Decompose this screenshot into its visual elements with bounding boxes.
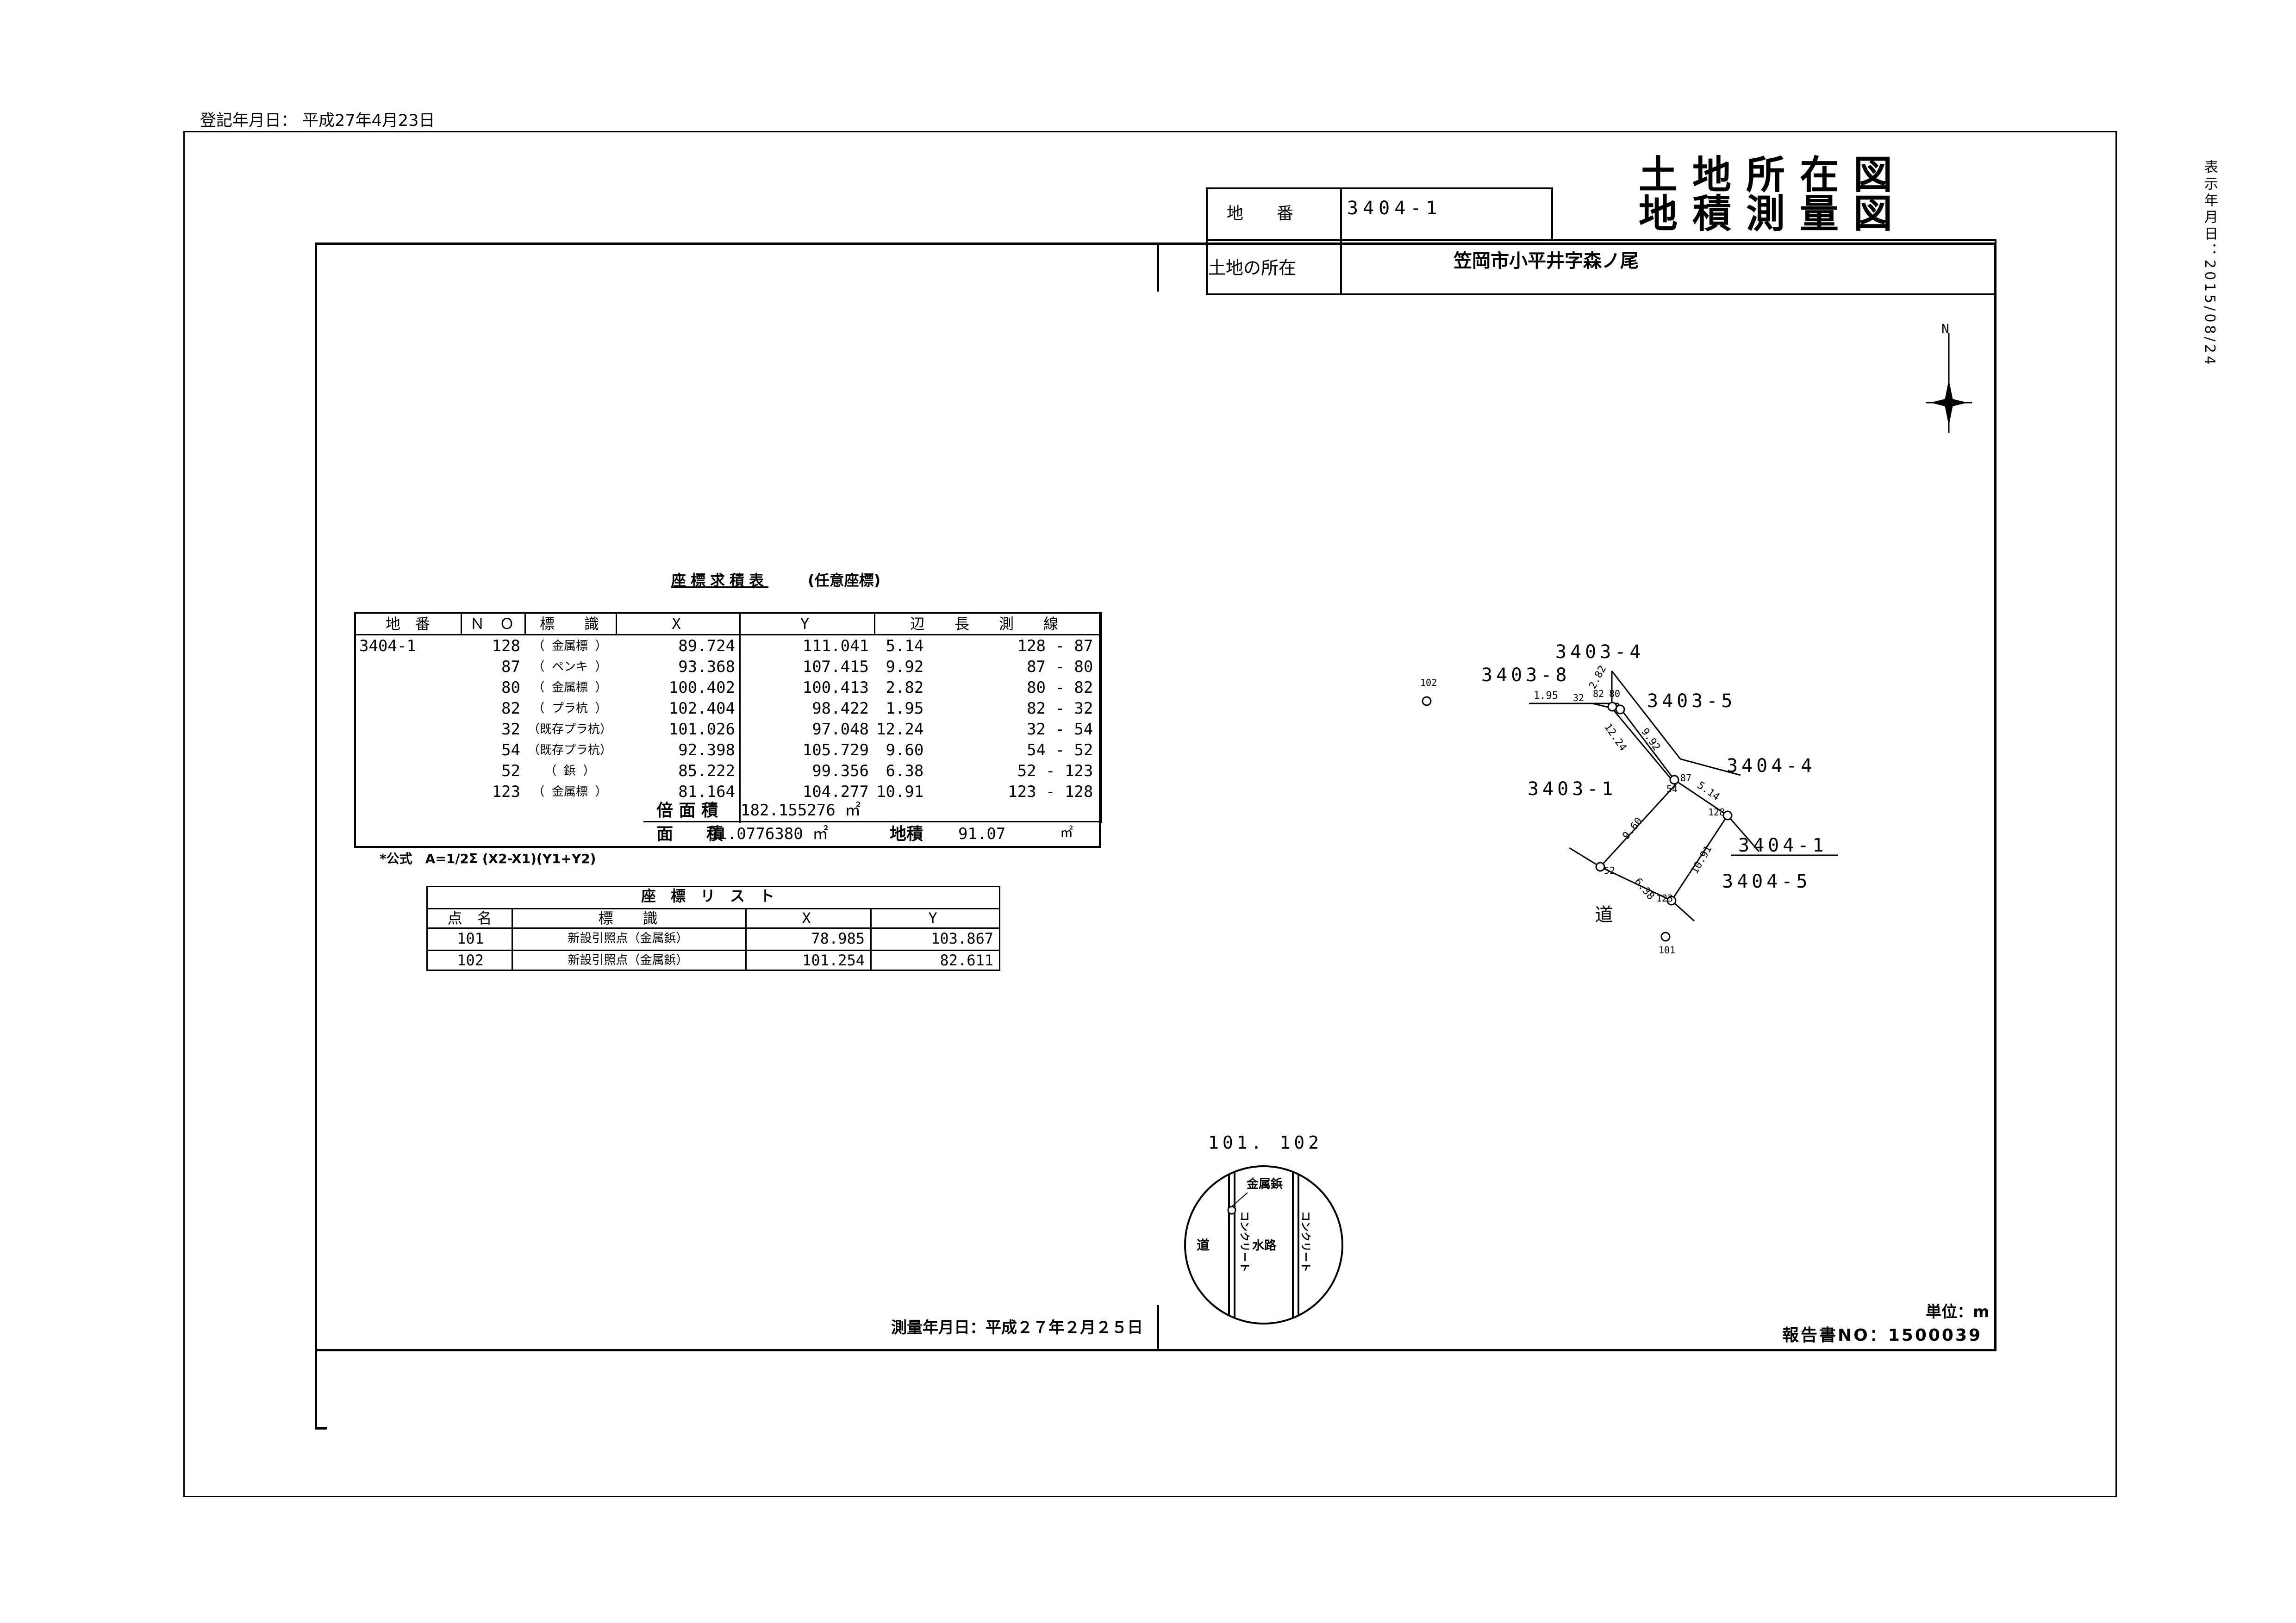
title-line2: 地積測量図	[1639, 191, 1908, 236]
point-82	[1607, 702, 1617, 712]
table-row: 123 （ 金属標 ） 81.164 104.277 10.91 123 - 1…	[492, 783, 1093, 801]
length-52-123: 6.38	[1632, 876, 1656, 902]
table-row: 102 新設引照点（金属鋲） 101.254 82.611	[457, 951, 993, 969]
table-row: 80 （ 金属標 ） 100.402 100.413 2.82 80 - 82	[501, 678, 1093, 697]
length-54-52: 9.60	[1620, 815, 1645, 842]
label-point-101: 101	[1659, 945, 1675, 956]
point-102	[1422, 696, 1432, 706]
label-3403-4: 3403-4	[1555, 641, 1645, 663]
detail-inset: 金属鋲 コンクリート コンクリート 道 水路	[1184, 1165, 1343, 1325]
area-table-frame	[354, 612, 1101, 848]
point-123	[1666, 895, 1677, 906]
label-point-52: 52	[1604, 865, 1615, 876]
chiseki-value: 91.07	[958, 825, 1006, 843]
detail-concrete-right: コンクリート	[1299, 1211, 1311, 1272]
label-point-102: 102	[1420, 677, 1437, 688]
side-print-date: 表示年月日：2015/08/24	[2202, 160, 2218, 367]
label-road: 道	[1595, 904, 1613, 926]
area-value: 91.0776380 ㎡	[708, 825, 829, 843]
survey-date: 測量年月日：平成２７年２月２５日	[891, 1318, 1143, 1337]
length-128-87: 5.14	[1695, 779, 1722, 803]
north-arrow-icon: N	[1926, 321, 1972, 433]
detail-title: 101. 102	[1208, 1132, 1323, 1153]
coord-list-caption: 座 標 リ ス ト	[641, 887, 775, 905]
label-3404-5: 3404-5	[1722, 871, 1811, 892]
point-101	[1660, 932, 1671, 942]
point-52	[1595, 862, 1605, 872]
detail-metal: 金属鋲	[1246, 1177, 1283, 1191]
table-row: 3404-1 128 （ 金属標 ） 89.724 111.041 5.14 1…	[356, 636, 1097, 657]
location-value: 笠岡市小平井字森ノ尾	[1454, 250, 1639, 272]
length-80-82: 2.82	[1587, 664, 1609, 691]
table-row: 52 （ 鋲 ） 85.222 99.356 6.38 52 - 123	[501, 762, 1093, 780]
chiseki-label: 地積	[890, 825, 923, 844]
label-3403-8: 3403-8	[1481, 665, 1571, 686]
area-table-caption-note: (任意座標)	[808, 572, 881, 589]
metal-tack-icon	[1227, 1206, 1236, 1215]
area-table-caption: 座標求積表	[671, 572, 769, 589]
table-row: 32 （既存プラ杭） 101.026 97.048 12.24 32 - 54	[501, 720, 1093, 739]
registration-date: 登記年月日： 平成27年4月23日	[200, 112, 435, 130]
unit-label: 単位：m	[1926, 1303, 1990, 1321]
area-label: 面 積	[656, 825, 724, 844]
col-x: X	[672, 615, 681, 633]
label-point-54: 54	[1666, 784, 1678, 795]
title-line1: 土地所在図	[1639, 152, 1908, 198]
label-point-82: 82	[1593, 688, 1604, 699]
col-length-line: 辺 長 測 線	[910, 615, 1058, 633]
parcel-label: 地 番	[1227, 204, 1294, 223]
parcel-value: 3404-1	[1347, 198, 1442, 219]
col-y: Y	[800, 615, 810, 633]
length-123-128: 10.91	[1689, 844, 1715, 876]
detail-water: 水路	[1252, 1238, 1277, 1253]
label-point-80: 80	[1609, 688, 1620, 699]
area-table-body: 3404-1 128 （ 金属標 ） 89.724 111.041 5.14 1…	[356, 636, 1097, 802]
length-82-32: 1.95	[1534, 690, 1558, 702]
table-row: 101 新設引照点（金属鋲） 78.985 103.867	[457, 930, 993, 947]
table-row: 82 （ プラ杭 ） 102.404 98.422 1.95 82 - 32	[501, 699, 1093, 718]
table-row: 87 （ ペンキ ） 93.368 107.415 9.92 87 - 80	[501, 658, 1093, 676]
parcel-cell: 3404-1	[359, 637, 416, 655]
col-no: Ｎ Ｏ	[469, 615, 514, 633]
area-table-header: 地 番 Ｎ Ｏ 標 識 X Y 辺 長 測 線	[356, 614, 1097, 634]
point-32	[1615, 704, 1625, 715]
coord-list-table: 点 名 標 識 X Y 101 新設引照点（金属鋲） 78.985 103.86…	[428, 909, 997, 971]
point-87	[1669, 775, 1679, 785]
col-mark: 標 識	[539, 615, 599, 633]
label-3404-4: 3404-4	[1727, 755, 1816, 777]
location-box	[1206, 239, 1997, 295]
label-point-128: 128	[1708, 807, 1725, 818]
north-label: N	[1941, 321, 1949, 336]
label-3403-1: 3403-1	[1528, 778, 1617, 800]
label-point-87: 87	[1680, 772, 1691, 784]
col-parcel: 地 番	[385, 615, 430, 633]
formula: *公式 A=1/2Σ (X2-X1)(Y1+Y2)	[380, 851, 596, 866]
double-area-label: 倍 面 積	[656, 801, 718, 820]
detail-road: 道	[1197, 1237, 1210, 1253]
chiseki-unit: ㎡	[1060, 825, 1073, 840]
detail-concrete-left: コンクリート	[1238, 1211, 1250, 1272]
label-point-32: 32	[1573, 692, 1584, 703]
label-3403-5: 3403-5	[1647, 690, 1736, 712]
report-number: 報告書NO：1500039	[1782, 1326, 1983, 1345]
parcel-plot: 3403-4 3403-8 3403-5 3404-4 3403-1 3404-…	[1420, 641, 1838, 956]
location-label: 土地の所在	[1208, 258, 1297, 278]
label-3404-1: 3404-1	[1738, 835, 1828, 856]
label-point-123: 123	[1656, 893, 1673, 904]
outer-frame	[183, 131, 2117, 1497]
table-row: 54 （既存プラ杭） 92.398 105.729 9.60 54 - 52	[501, 741, 1093, 759]
length-32-54: 12.24	[1602, 721, 1628, 753]
double-area-value: 182.155276 ㎡	[741, 801, 861, 820]
point-128	[1722, 810, 1733, 821]
